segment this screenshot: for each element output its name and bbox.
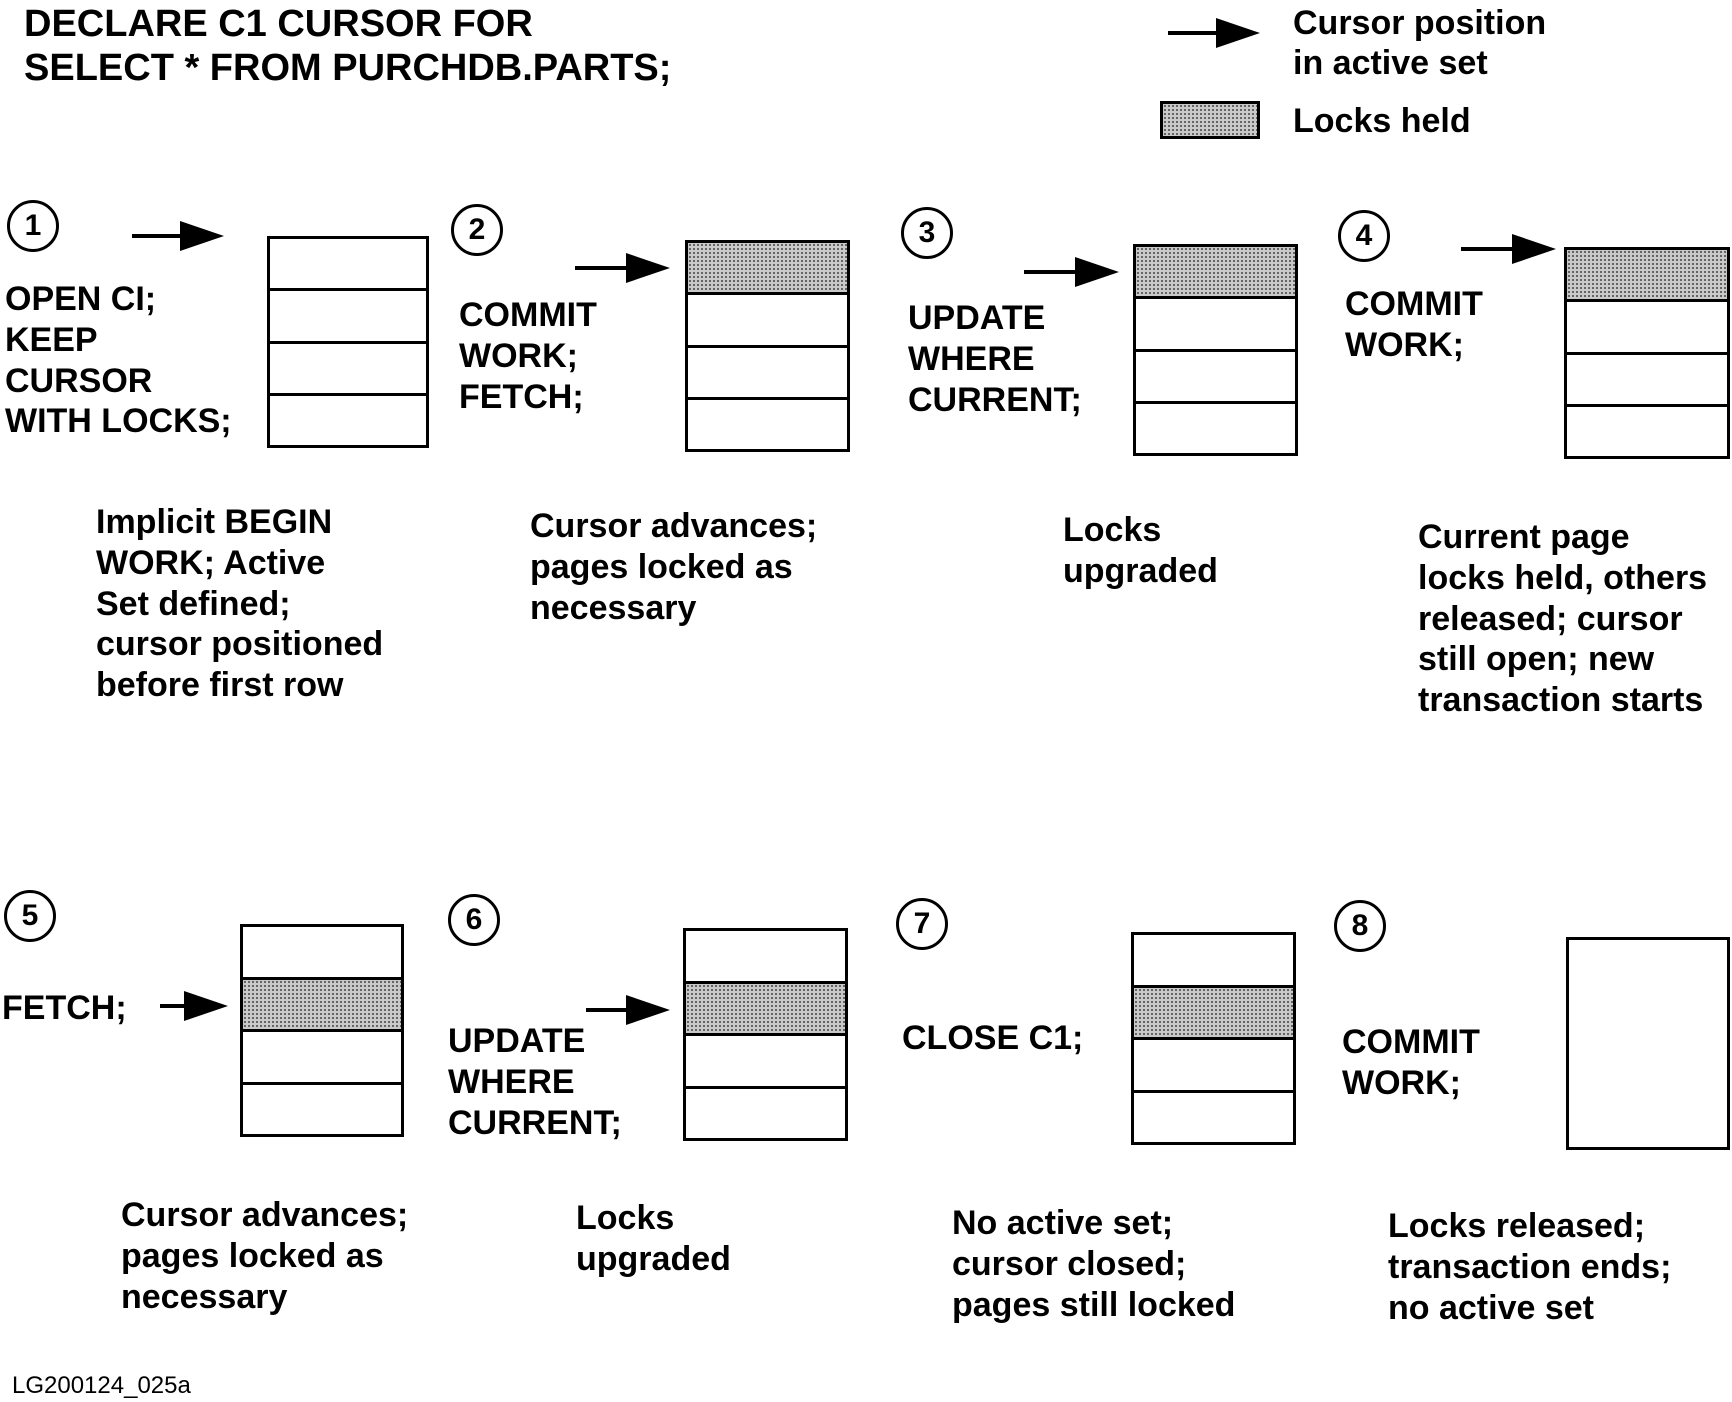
step-number-6: 6: [448, 894, 500, 946]
active-set-table-2: [685, 240, 850, 452]
table-row: [1567, 407, 1727, 456]
table-row: [688, 348, 847, 400]
table-row: [270, 396, 426, 445]
step-command-5: FETCH;: [2, 989, 127, 1027]
table-row: [243, 927, 401, 980]
step-command-1: OPEN CI; KEEP CURSOR WITH LOCKS;: [5, 280, 232, 441]
table-row: [243, 979, 401, 1032]
table-row: [686, 931, 845, 984]
cursor-arrow-icon-6: [586, 995, 670, 1025]
table-row: [686, 1089, 845, 1139]
cursor-arrow-icon-5: [160, 991, 228, 1021]
step-number-2: 2: [451, 204, 503, 256]
table-row: [270, 344, 426, 396]
cursor-arrow-icon-4: [1461, 234, 1556, 264]
title-line-1: DECLARE C1 CURSOR FOR: [24, 3, 533, 45]
step-command-8: COMMIT WORK;: [1342, 1023, 1480, 1102]
step-number-5: 5: [4, 890, 56, 942]
step-command-3: UPDATE WHERE CURRENT;: [908, 299, 1082, 419]
step-number-1: 1: [7, 200, 59, 252]
table-row: [1136, 247, 1295, 300]
cursor-arrow-icon-3: [1024, 257, 1119, 287]
table-row: [270, 291, 426, 344]
figure-id: LG200124_025a: [12, 1372, 191, 1399]
step-description-4: Current page locks held, others released…: [1418, 518, 1708, 720]
table-row: [686, 983, 845, 1036]
step-number-4: 4: [1338, 210, 1390, 262]
step-description-8: Locks released; transaction ends; no act…: [1388, 1207, 1672, 1327]
table-row: [243, 1032, 401, 1085]
step-number-8: 8: [1334, 900, 1386, 952]
table-row: [1567, 355, 1727, 407]
step-command-6: UPDATE WHERE CURRENT;: [448, 1022, 622, 1142]
legend-cursor-line-1: Cursor position: [1293, 4, 1547, 42]
step-description-2: Cursor advances; pages locked as necessa…: [530, 507, 818, 627]
step-number-3: 3: [901, 207, 953, 259]
active-set-table-4: [1564, 247, 1730, 459]
step-description-5: Cursor advances; pages locked as necessa…: [121, 1196, 409, 1316]
active-set-table-6: [683, 928, 848, 1141]
cursor-arrow-icon-1: [132, 221, 224, 251]
step-command-4: COMMIT WORK;: [1345, 285, 1483, 364]
title-line-2: SELECT * FROM PURCHDB.PARTS;: [24, 47, 672, 89]
legend-locks-label: Locks held: [1293, 102, 1471, 140]
table-row: [1134, 1093, 1293, 1143]
table-row: [1134, 935, 1293, 988]
step-command-7: CLOSE C1;: [902, 1019, 1084, 1057]
active-set-table-8: [1566, 937, 1730, 1150]
table-row: [686, 1036, 845, 1089]
legend-arrow-icon: [1168, 18, 1260, 48]
active-set-table-3: [1133, 244, 1298, 456]
step-description-1: Implicit BEGIN WORK; Active Set defined;…: [96, 503, 384, 705]
table-row: [1136, 299, 1295, 352]
legend-lock-swatch: [1160, 101, 1260, 139]
table-row: [688, 295, 847, 348]
legend-cursor-line-2: in active set: [1293, 44, 1488, 82]
step-description-3: Locks upgraded: [1063, 511, 1218, 590]
table-row: [688, 400, 847, 449]
table-row: [1134, 987, 1293, 1040]
step-description-6: Locks upgraded: [576, 1199, 731, 1278]
step-command-2: COMMIT WORK; FETCH;: [459, 296, 597, 416]
active-set-table-5: [240, 924, 404, 1137]
table-row: [243, 1085, 401, 1135]
table-row: [270, 239, 426, 292]
step-number-7: 7: [896, 898, 948, 950]
table-row: [688, 243, 847, 296]
table-row: [1134, 1040, 1293, 1093]
table-row: [1136, 352, 1295, 404]
table-row: [1567, 250, 1727, 303]
step-description-7: No active set; cursor closed; pages stil…: [952, 1204, 1236, 1324]
table-row: [1136, 404, 1295, 453]
active-set-table-1: [267, 236, 429, 448]
active-set-table-7: [1131, 932, 1296, 1145]
table-row: [1567, 302, 1727, 355]
cursor-arrow-icon-2: [575, 253, 670, 283]
